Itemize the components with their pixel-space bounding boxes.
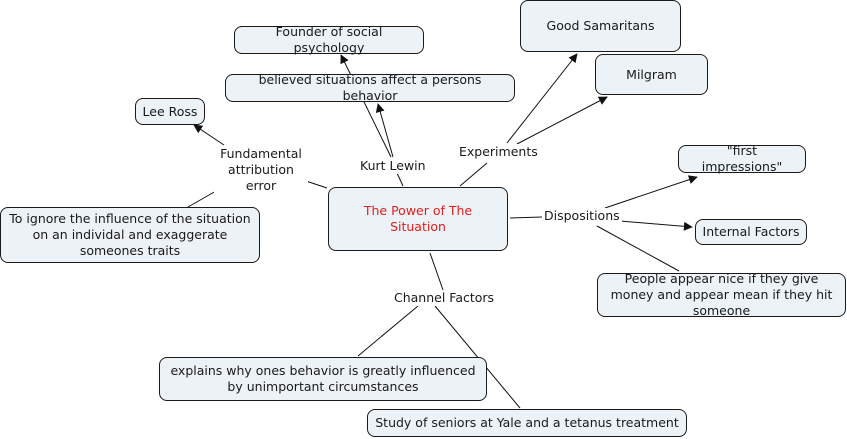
link-fae-ignore: [187, 190, 217, 208]
link-dispositions-people-appear: [596, 225, 680, 272]
concept-founder-of-social-psychology[interactable]: Founder of social psychology: [234, 24, 424, 55]
linking-phrase-experiments[interactable]: Experiments: [457, 144, 540, 160]
concept-explains-behavior[interactable]: explains why ones behavior is greatly in…: [159, 357, 487, 401]
link-central-experiments: [459, 162, 488, 187]
linking-phrase-channel-factors[interactable]: Channel Factors: [392, 290, 497, 306]
link-central-kurt-lewin: [396, 172, 404, 187]
link-experiments-milgram: [516, 96, 608, 145]
concept-good-samaritans[interactable]: Good Samaritans: [520, 0, 681, 52]
central-concept-node[interactable]: The Power of The Situation: [328, 187, 508, 251]
concept-internal-factors[interactable]: Internal Factors: [695, 219, 807, 245]
link-dispositions-first-impressions: [604, 175, 698, 209]
linking-phrase-dispositions[interactable]: Dispositions: [542, 208, 622, 224]
link-channel-factors-explains: [357, 305, 419, 357]
linking-phrase-kurt-lewin[interactable]: Kurt Lewin: [358, 158, 428, 174]
link-central-channel-factors: [429, 252, 444, 291]
concept-study-of-seniors[interactable]: Study of seniors at Yale and a tetanus t…: [367, 409, 687, 437]
concept-believed-situations[interactable]: believed situations affect a persons beh…: [225, 72, 515, 103]
link-experiments-good-samaritans: [506, 53, 578, 144]
concept-first-impressions[interactable]: "first impressions": [678, 143, 806, 174]
linking-phrase-fundamental-attribution-error[interactable]: Fundamental attribution error: [214, 146, 308, 194]
concept-ignore-influence[interactable]: To ignore the influence of the situation…: [0, 207, 260, 263]
concept-milgram[interactable]: Milgram: [595, 54, 708, 95]
link-central-dispositions: [509, 216, 543, 219]
link-dispositions-internal-factors: [619, 220, 693, 231]
concept-lee-ross[interactable]: Lee Ross: [135, 98, 205, 125]
link-kurt-lewin-founder: [340, 54, 392, 158]
concept-people-appear[interactable]: People appear nice if they give money an…: [597, 271, 846, 318]
link-fae-lee-ross: [193, 124, 225, 146]
link-kurt-lewin-believed: [375, 103, 394, 158]
